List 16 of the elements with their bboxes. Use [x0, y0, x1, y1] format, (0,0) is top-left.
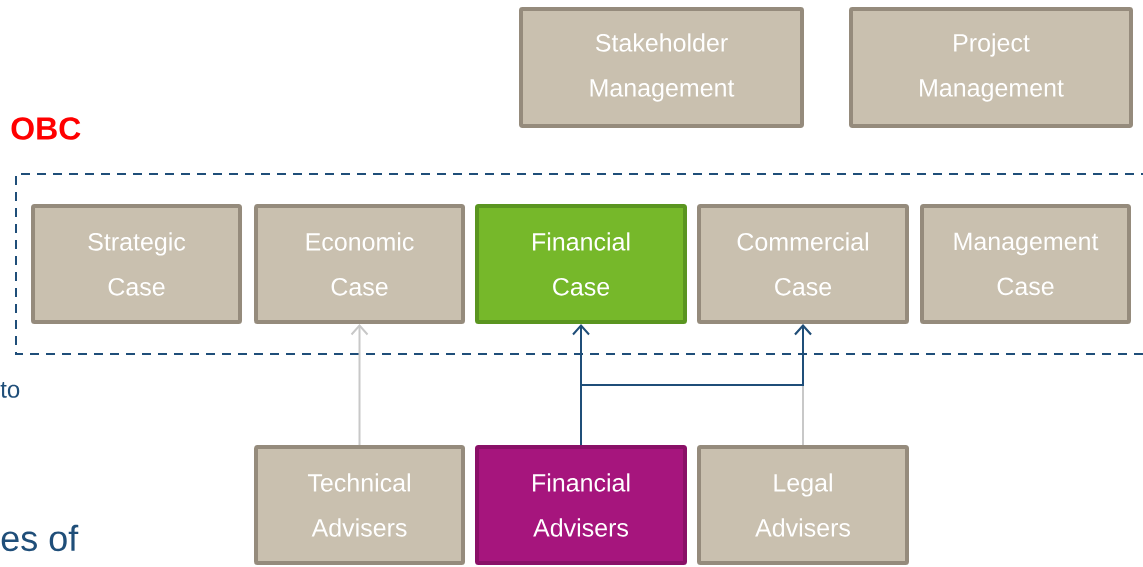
- dashed-group-frame: [15, 173, 1143, 355]
- process-box: Project Management: [849, 7, 1133, 128]
- process-box: Stakeholder Management: [519, 7, 804, 128]
- text-fragment: es of: [1, 524, 79, 552]
- group-heading: OBC: [11, 117, 81, 140]
- arrow: [580, 324, 812, 446]
- arrow: [350, 324, 369, 446]
- case-box: Commercial Case: [697, 204, 909, 324]
- process-box: Technical Advisers: [254, 445, 465, 565]
- case-box: Economic Case: [254, 204, 465, 324]
- text-fragment: to: [0, 382, 20, 398]
- case-box: Strategic Case: [31, 204, 242, 324]
- highlighted-case-box: Financial Case: [475, 204, 687, 324]
- process-box: Legal Advisers: [697, 445, 909, 565]
- highlighted-process-box: Financial Advisers: [475, 445, 687, 565]
- case-box: Management Case: [920, 204, 1131, 324]
